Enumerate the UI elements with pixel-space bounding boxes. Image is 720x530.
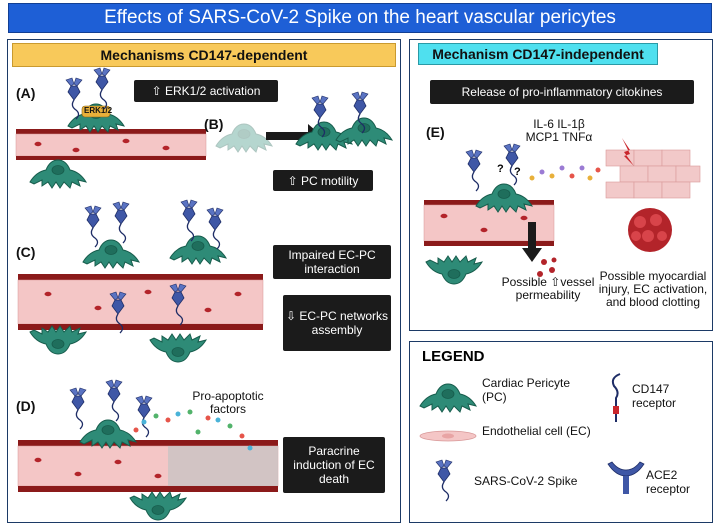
question-mark-1: ?: [497, 163, 504, 175]
box-cytokine-release: Release of pro-inflammatory citokines: [430, 80, 694, 104]
legend-panel: LEGEND Cardiac Pericyte (PC) Endothelial…: [409, 341, 713, 523]
box-ec-pc-networks: ⇩ EC-PC networks assembly: [283, 295, 391, 351]
legend-title: LEGEND: [422, 348, 485, 365]
box-ec-pc-interaction: Impaired EC-PC interaction: [273, 245, 391, 279]
label-a: (A): [16, 85, 35, 101]
legend-spike-icon: [424, 458, 464, 508]
question-mark-2: ?: [514, 166, 521, 178]
erk-label: ERK1/2: [84, 106, 112, 115]
label-b: (B): [204, 116, 223, 132]
legend-ace2-label: ACE2 receptor: [646, 468, 710, 496]
box-paracrine-death: Paracrine induction of EC death: [283, 437, 385, 493]
pericytes-c-illustration: [63, 200, 263, 270]
myocardial-injury-text: Possible myocardial injury, EC activatio…: [594, 270, 712, 309]
legend-pericyte-label: Cardiac Pericyte (PC): [482, 376, 592, 404]
vessel-permeability-text: Possible ⇧vessel permeability: [498, 276, 598, 302]
legend-endothelial-icon: [418, 426, 478, 446]
legend-ace2-icon: [606, 458, 646, 498]
legend-spike-label: SARS-CoV-2 Spike: [474, 474, 584, 488]
title-bar: Effects of SARS-CoV-2 Spike on the heart…: [8, 3, 712, 33]
label-c: (C): [16, 244, 35, 260]
legend-endothelial-label: Endothelial cell (EC): [482, 424, 592, 438]
page-title: Effects of SARS-CoV-2 Spike on the heart…: [104, 7, 616, 29]
left-panel-header: Mechanisms CD147-dependent: [12, 43, 396, 67]
paracrine-illustration: [18, 380, 278, 520]
left-panel: Mechanisms CD147-dependent (A) ⇧ ERK1/2 …: [7, 39, 401, 523]
box-pc-motility: ⇧ PC motility: [273, 170, 373, 191]
legend-cd147-label: CD147 receptor: [632, 382, 708, 410]
motility-illustration: [226, 94, 396, 164]
inflammation-illustration: [424, 120, 714, 290]
legend-pericyte-icon: [418, 378, 478, 418]
right-panel-header-text: Mechanism CD147-independent: [432, 46, 644, 62]
left-panel-header-text: Mechanisms CD147-dependent: [101, 47, 308, 63]
right-panel: Mechanism CD147-independent Release of p…: [409, 39, 713, 331]
right-panel-header: Mechanism CD147-independent: [418, 43, 658, 65]
vessel-c-illustration: [18, 274, 263, 374]
